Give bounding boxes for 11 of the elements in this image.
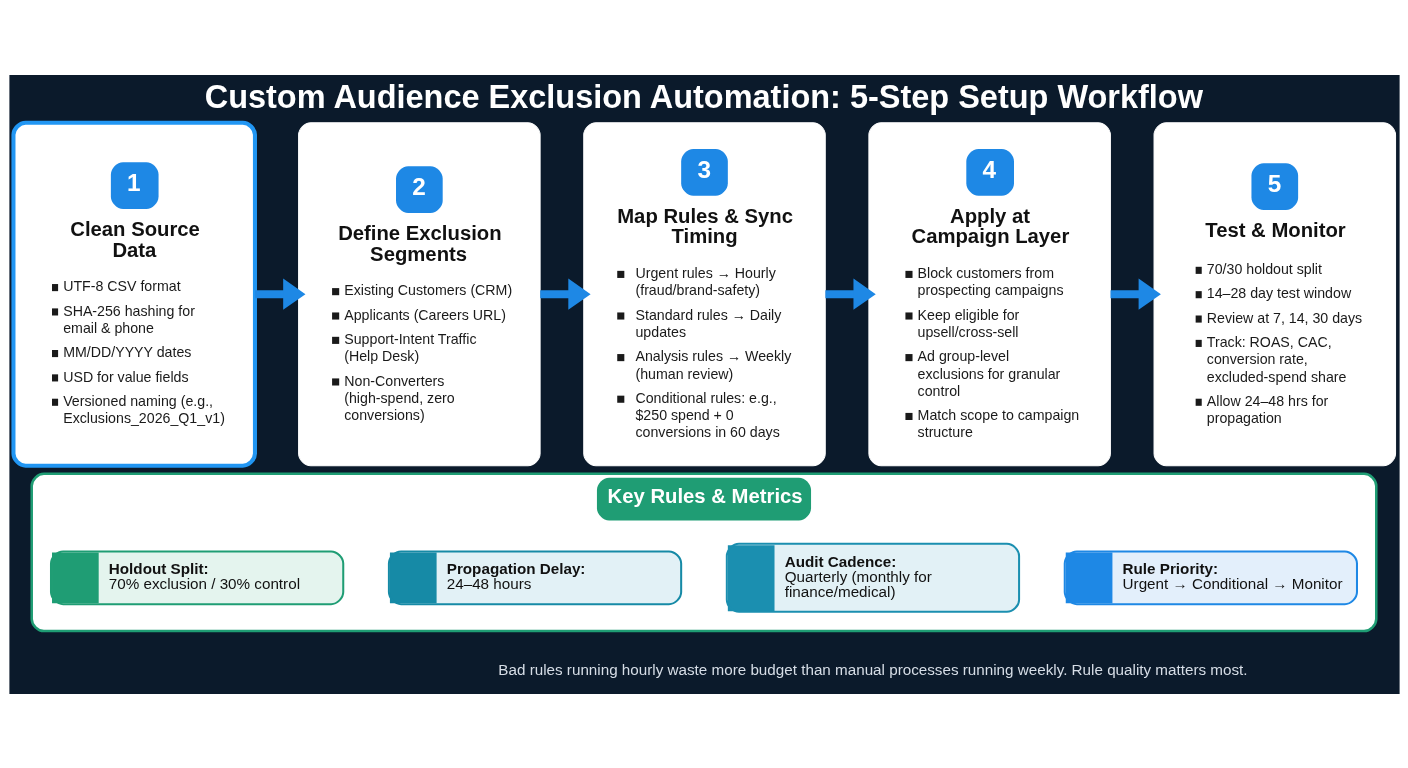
node-box: 3 Map Rules & Sync Timing Urgent rules → Hourly (fraud/brand-safety) Standard rules → Daily updates Analysis rules → Weekly (human review) Conditional rules: e.g., $250 spend + 0 conversions in 60 days (582, 121, 826, 466)
arrow (824, 278, 876, 310)
arrow (254, 278, 305, 310)
node-box: 2 Define Exclusion Segments Existing Customers (CRM) Applicants (Careers URL) Support-Intent Traffic (Help Desk) Non-Converters (high-spend, zero conversions) (297, 121, 541, 466)
caption: Bad rules running hourly waste more budget than manual processes running weekly. Rule quality matters most. (497, 660, 1248, 678)
node-box: 4 Apply at Campaign Layer Block customers from prospecting campaigns Keep eligible for upsell/cross-sell Ad group-level exclusions for granular control Match scope to campaign structure (867, 121, 1111, 466)
node-box: 5 Test & Monitor 70/30 holdout split 14–28 day test window Review at 7, 14, 30 days Track: ROAS, CAC, conversion rate, excluded-spend share Allow 24–48 hrs for propagation (1153, 121, 1396, 466)
arrow (539, 278, 591, 310)
node-box: 1 Clean Source Data UTF-8 CSV format SHA-256 hashing for email & phone MM/DD/YYYY dates USD for value fields Versioned naming (e.g., Exclusions_2026_Q1_v1) (10, 120, 257, 468)
arrow (1110, 278, 1161, 310)
diagram-title: Custom Audience Exclusion Automation: 5-Step Setup Workflow (204, 78, 1203, 115)
